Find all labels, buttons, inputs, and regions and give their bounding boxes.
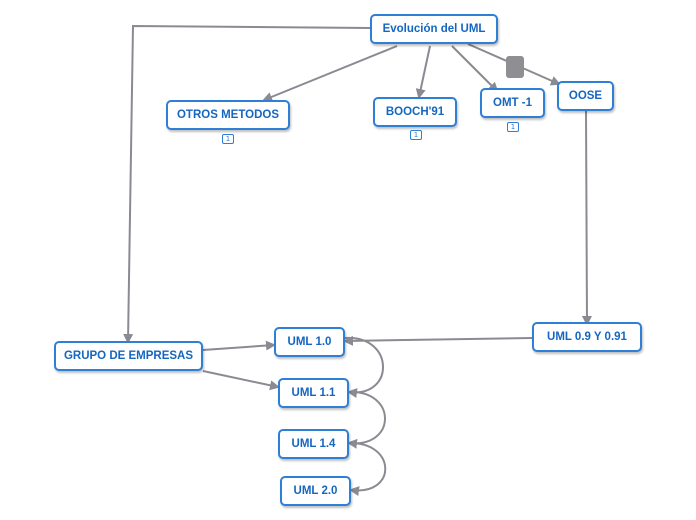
attachment-count-badge[interactable]: 1 xyxy=(410,130,422,140)
edge-uml10-uml11 xyxy=(344,336,384,398)
node-oose[interactable]: OOSE xyxy=(557,81,614,111)
drag-handle-icon[interactable] xyxy=(506,56,524,78)
attachment-count-badge[interactable]: 1 xyxy=(222,134,234,144)
edge-grupo-uml10 xyxy=(202,340,276,351)
edge-root-grupo-empresas xyxy=(123,24,371,344)
edge-uml09-uml10 xyxy=(343,335,533,346)
edge-grupo-uml11 xyxy=(202,370,280,391)
node-label: UML 1.4 xyxy=(291,438,336,450)
node-label: OOSE xyxy=(568,90,603,102)
edge-root-otros-metodos xyxy=(262,45,398,102)
node-label: UML 0.9 Y 0.91 xyxy=(547,331,627,343)
node-uml-1-0[interactable]: UML 1.0 xyxy=(274,327,345,357)
node-label: OTROS METODOS xyxy=(176,109,280,121)
edge-root-omt1 xyxy=(451,45,499,93)
node-label: UML 2.0 xyxy=(293,485,338,497)
edge-oose-uml09 xyxy=(581,110,592,326)
node-grupo-empresas[interactable]: GRUPO DE EMPRESAS xyxy=(54,341,203,371)
edge-uml11-uml14 xyxy=(347,390,386,449)
node-omt1[interactable]: OMT -1 xyxy=(480,88,545,118)
node-label: UML 1.0 xyxy=(287,336,332,348)
node-otros-metodos[interactable]: OTROS METODOS xyxy=(166,100,290,130)
node-uml-0-9[interactable]: UML 0.9 Y 0.91 xyxy=(532,322,642,352)
node-uml-2-0[interactable]: UML 2.0 xyxy=(280,476,351,506)
node-uml-1-1[interactable]: UML 1.1 xyxy=(278,378,349,408)
edge-uml14-uml20 xyxy=(348,441,387,496)
node-label: UML 1.1 xyxy=(291,387,336,399)
node-uml-1-4[interactable]: UML 1.4 xyxy=(278,429,349,459)
edge-root-booch91 xyxy=(415,45,431,99)
node-label: Evolución del UML xyxy=(382,23,486,35)
node-booch91[interactable]: BOOCH'91 xyxy=(373,97,457,127)
node-label: BOOCH'91 xyxy=(385,106,445,118)
node-evolucion-uml[interactable]: Evolución del UML xyxy=(370,14,498,44)
node-label: GRUPO DE EMPRESAS xyxy=(63,350,194,362)
node-label: OMT -1 xyxy=(493,97,532,109)
attachment-count-badge[interactable]: 1 xyxy=(507,122,519,132)
